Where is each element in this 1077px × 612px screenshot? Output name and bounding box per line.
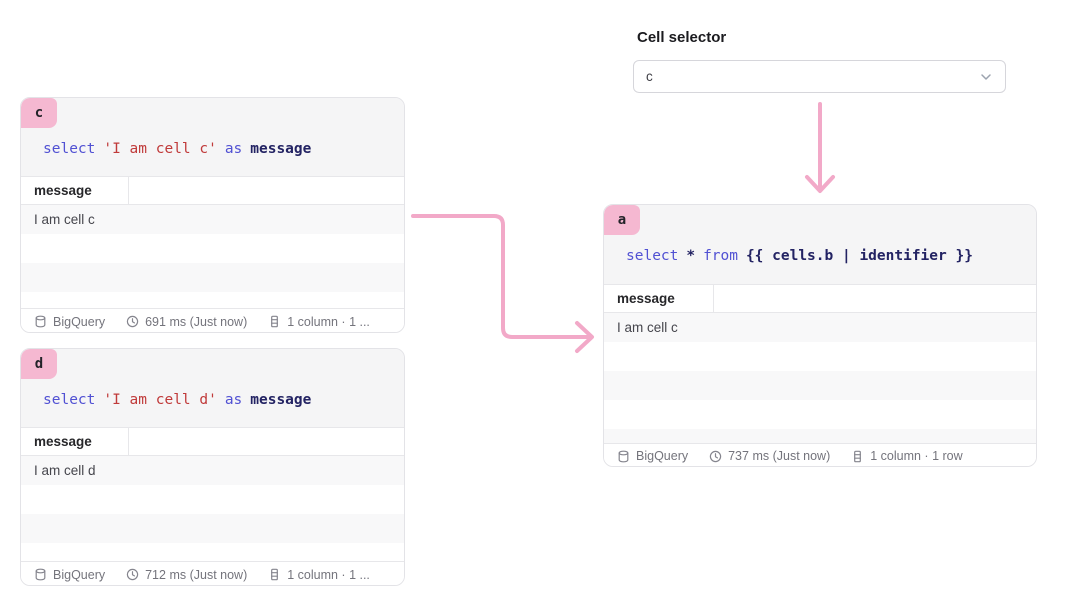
table-row	[21, 234, 404, 263]
database-icon	[618, 450, 629, 462]
result-table-body: I am cell d	[21, 456, 404, 561]
shape-status: 1 column · 1 ...	[268, 568, 370, 582]
table-row	[21, 292, 404, 308]
clock-icon	[126, 315, 139, 328]
source-label: BigQuery	[53, 314, 106, 329]
table-shape-icon	[271, 568, 279, 581]
timing-label: 691 ms (Just now)	[145, 314, 248, 329]
cell-tab-c[interactable]: c	[21, 98, 57, 128]
table-row: I am cell d	[21, 456, 404, 485]
source-status: BigQuery	[34, 315, 105, 329]
timing-status: 691 ms (Just now)	[126, 315, 247, 329]
table-row	[21, 514, 404, 543]
table-row: I am cell c	[604, 313, 1036, 342]
database-icon	[35, 315, 46, 328]
table-shape-icon	[271, 315, 279, 328]
sql-keyword: select	[43, 392, 96, 408]
cell-selector-value: c	[646, 69, 653, 84]
column-header-message[interactable]: message	[604, 285, 714, 312]
table-row	[604, 429, 1036, 443]
timing-status: 712 ms (Just now)	[126, 568, 247, 582]
table-row: I am cell c	[21, 205, 404, 234]
sql-keyword: from	[703, 248, 738, 264]
code-editor-area[interactable]: c select 'I am cell c' as message	[21, 98, 404, 176]
table-row	[21, 263, 404, 292]
cell-status-bar: BigQuery 712 ms (Just now) 1 column · 1 …	[21, 561, 404, 585]
shape-label: 1 column · 1 ...	[287, 314, 370, 329]
sql-identifier: message	[250, 392, 312, 408]
source-status: BigQuery	[617, 449, 688, 463]
sql-cell-c: c select 'I am cell c' as message message I…	[20, 97, 405, 333]
result-table-body: I am cell c	[21, 205, 404, 308]
sql-code-line[interactable]: select * from {{ cells.b | identifier }}	[626, 248, 973, 264]
sql-jinja-identifier: {{ cells.b | identifier }}	[745, 248, 973, 264]
sql-code-line[interactable]: select 'I am cell d' as message	[43, 392, 311, 408]
clock-icon	[709, 450, 722, 462]
table-row	[604, 400, 1036, 429]
result-table-header: message	[604, 284, 1036, 313]
column-header-message[interactable]: message	[21, 177, 129, 204]
shape-label: 1 column · 1 row	[870, 449, 963, 463]
table-shape-icon	[854, 450, 862, 462]
sql-keyword: as	[224, 141, 243, 157]
cell-tab-d[interactable]: d	[21, 349, 57, 379]
source-status: BigQuery	[34, 568, 105, 582]
chevron-down-icon	[981, 73, 991, 80]
shape-status: 1 column · 1 ...	[268, 315, 370, 329]
timing-label: 712 ms (Just now)	[145, 567, 248, 582]
result-table-body: I am cell c	[604, 313, 1036, 443]
result-table-header: message	[21, 427, 404, 456]
arrow-selector-to-cell-a	[805, 102, 835, 193]
shape-label: 1 column · 1 ...	[287, 567, 370, 582]
sql-keyword: select	[626, 248, 679, 264]
source-label: BigQuery	[636, 449, 689, 463]
shape-status: 1 column · 1 row	[851, 449, 963, 463]
code-editor-area[interactable]: d select 'I am cell d' as message	[21, 349, 404, 427]
result-table-header: message	[21, 176, 404, 205]
cell-selector-dropdown[interactable]: c	[633, 60, 1006, 93]
sql-operator: *	[686, 248, 696, 264]
table-row	[604, 371, 1036, 400]
arrow-cell-c-to-cell-a	[411, 214, 594, 353]
cell-status-bar: BigQuery 737 ms (Just now) 1 column · 1 …	[604, 443, 1036, 466]
sql-keyword: as	[224, 392, 243, 408]
table-row	[21, 485, 404, 514]
timing-label: 737 ms (Just now)	[728, 449, 831, 463]
clock-icon	[126, 568, 139, 581]
sql-cell-d: d select 'I am cell d' as message message I…	[20, 348, 405, 586]
sql-keyword: select	[43, 141, 96, 157]
sql-string: 'I am cell d'	[103, 392, 217, 408]
sql-code-line[interactable]: select 'I am cell c' as message	[43, 141, 311, 157]
table-row	[21, 543, 404, 561]
cell-selector-label: Cell selector	[637, 29, 727, 46]
sql-identifier: message	[250, 141, 312, 157]
sql-string: 'I am cell c'	[103, 141, 217, 157]
cell-status-bar: BigQuery 691 ms (Just now) 1 column · 1 …	[21, 308, 404, 332]
timing-status: 737 ms (Just now)	[709, 449, 830, 463]
column-header-message[interactable]: message	[21, 428, 129, 455]
cell-tab-a[interactable]: a	[604, 205, 640, 235]
sql-cell-a: a select*from{{ cells.b | identifier }} …	[603, 204, 1037, 467]
source-label: BigQuery	[53, 567, 106, 582]
code-editor-area[interactable]: a select * from {{ cells.b | identifier }}	[604, 205, 1036, 284]
database-icon	[35, 568, 46, 581]
table-row	[604, 342, 1036, 371]
